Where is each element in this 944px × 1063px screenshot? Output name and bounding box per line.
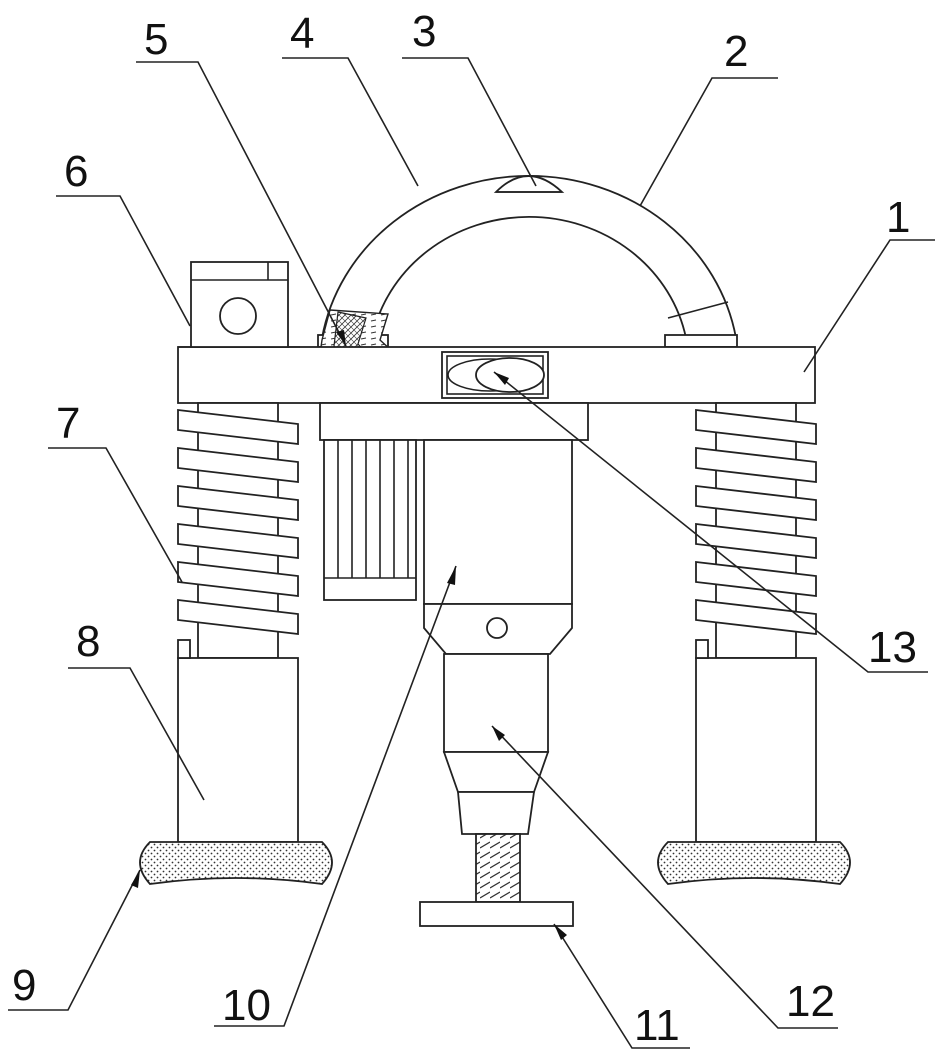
label-6: 6 [64, 147, 88, 196]
label-11: 11 [634, 1001, 680, 1050]
right-spring-column [696, 403, 816, 842]
left-spring-column [178, 403, 298, 842]
label-4: 4 [290, 9, 314, 58]
drill-body [424, 440, 572, 654]
drill-chuck [444, 654, 548, 834]
label-8: 8 [76, 617, 100, 666]
label-1: 1 [886, 193, 910, 242]
label-5: 5 [144, 15, 168, 64]
label-3: 3 [412, 7, 436, 56]
label-12: 12 [786, 977, 835, 1026]
threaded-shaft [476, 834, 520, 902]
sight-window [442, 352, 548, 398]
side-box [191, 262, 288, 347]
label-13: 13 [868, 623, 917, 672]
left-foot-pad [140, 842, 332, 884]
motor-housing-top [320, 403, 588, 440]
label-7: 7 [56, 399, 80, 448]
label-9: 9 [12, 961, 36, 1010]
right-foot-pad [658, 842, 850, 884]
label-2: 2 [724, 27, 748, 76]
motor [324, 440, 416, 600]
label-10: 10 [222, 981, 271, 1030]
bottom-plate [420, 902, 573, 926]
